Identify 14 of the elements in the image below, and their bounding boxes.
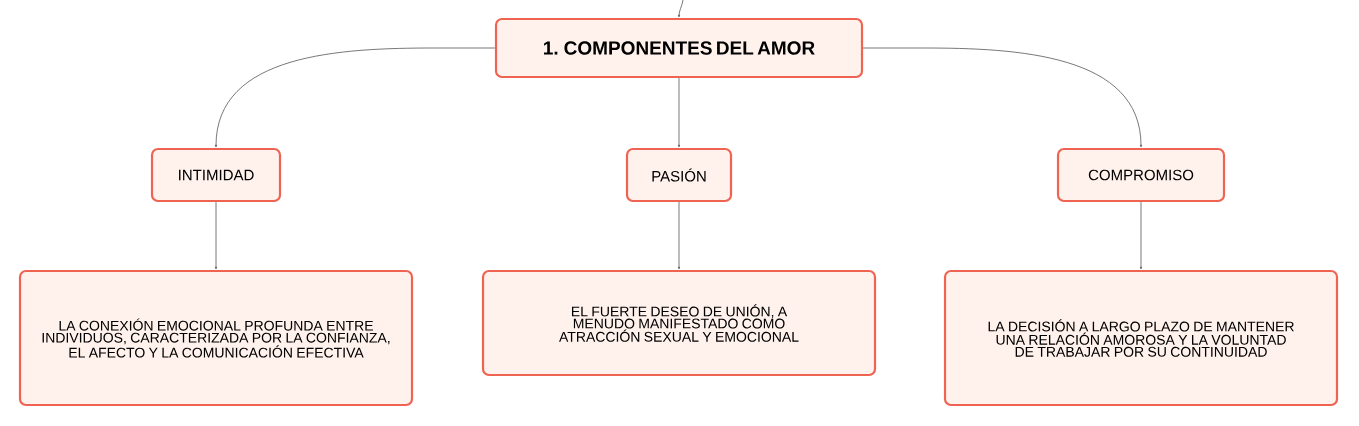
arrow [677,201,681,270]
arrow [677,77,681,148]
category-box: COMPROMISO [1056,147,1226,203]
category-box: PASIÓN [625,147,733,203]
description-box: LA CONEXIÓN EMOCIONAL PROFUNDA ENTRE INDIVIDUOS, CARACTERIZADA POR LA CONFIANZA, EL AFECTO Y LA COMUNICACIÓN EFECTIVA [18,269,414,407]
arrow [677,0,684,18]
description-box: LA DECISIÓN A LARGO PLAZO DE MANTENER UNA RELACIÓN AMOROSA Y LA VOLUNTAD DE TRABAJAR POR SU CONTINUIDAD [943,269,1339,407]
arrow [214,201,218,270]
arrow [214,47,496,148]
arrow [1139,201,1143,270]
category-box: INTIMIDAD [150,147,282,203]
description-box: EL FUERTE DESEO DE UNIÓN, A MENUDO MANIFESTADO COMO ATRACCIÓN SEXUAL Y EMOCIONAL [481,269,877,377]
arrow [862,47,1143,148]
title-box: 1. COMPONENTES DEL AMOR [494,17,864,79]
